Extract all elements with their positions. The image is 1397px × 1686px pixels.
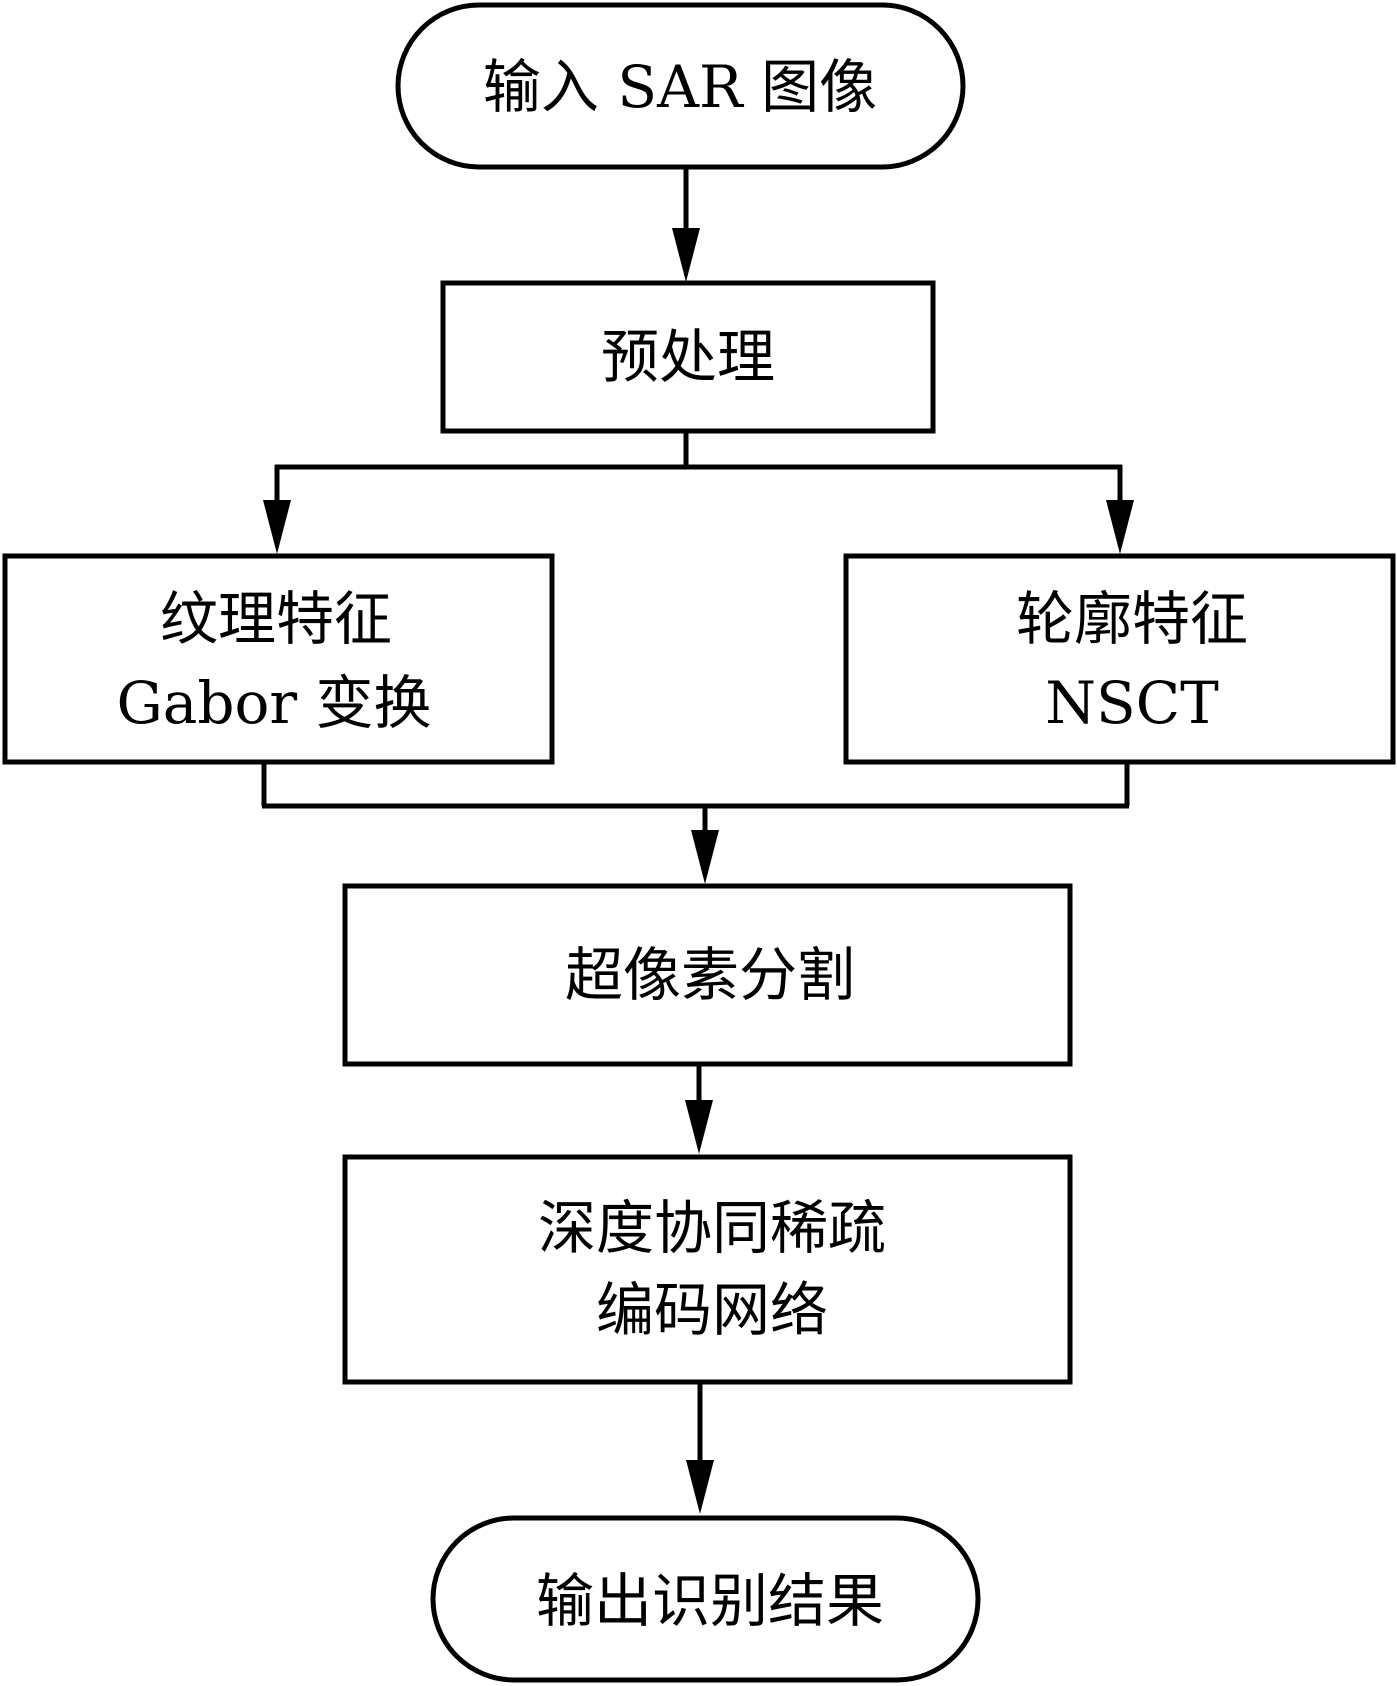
texture-feature-label-line2: Gabor 变换 — [116, 669, 431, 737]
arrow-start-to-preprocess — [672, 167, 700, 282]
texture-feature-label-line1: 纹理特征 — [160, 585, 392, 653]
network-node: 深度协同稀疏 编码网络 — [342, 1154, 1073, 1385]
contour-feature-label-line1: 轮廓特征 — [1016, 585, 1248, 653]
preprocess-label: 预处理 — [601, 323, 775, 391]
start-label: 输入 SAR 图像 — [483, 53, 877, 121]
start-node: 输入 SAR 图像 — [395, 2, 966, 170]
split-connector — [263, 431, 1134, 554]
arrow-network-to-end — [686, 1382, 714, 1514]
network-label-line1: 深度协同稀疏 — [538, 1194, 886, 1262]
contour-feature-node: 轮廓特征 NSCT — [843, 553, 1396, 765]
superpixel-label: 超像素分割 — [565, 941, 855, 1009]
end-node: 输出识别结果 — [430, 1515, 981, 1683]
arrow-superpixel-to-network — [685, 1064, 713, 1154]
preprocess-node: 预处理 — [440, 280, 936, 434]
end-label: 输出识别结果 — [536, 1567, 884, 1635]
merge-connector — [261, 762, 1130, 884]
texture-feature-node: 纹理特征 Gabor 变换 — [2, 553, 555, 765]
superpixel-node: 超像素分割 — [342, 883, 1073, 1067]
network-label-line2: 编码网络 — [596, 1276, 828, 1344]
contour-feature-label-line2: NSCT — [1045, 669, 1219, 737]
